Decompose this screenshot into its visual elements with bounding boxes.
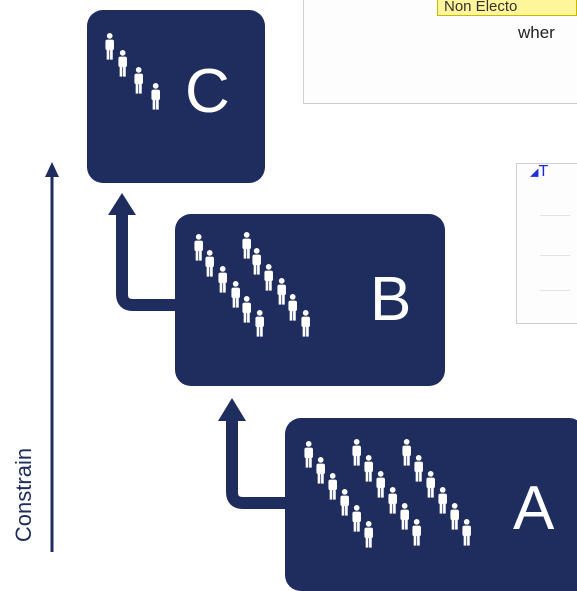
person-icon (402, 439, 411, 466)
person-icon (231, 281, 240, 308)
background-text: wher (518, 23, 555, 42)
person-icon (462, 519, 471, 546)
faint-line (540, 290, 570, 291)
box-a-letter: A (513, 474, 555, 543)
person-icon (277, 278, 286, 305)
constrain-label: Constrain (11, 447, 36, 543)
b-to-c-connector (116, 215, 175, 311)
person-icon (301, 310, 310, 337)
person-icon (450, 503, 459, 530)
box-c: C (87, 10, 265, 183)
person-icon (426, 471, 435, 498)
person-icon (316, 457, 325, 484)
box-b: B (175, 214, 445, 386)
box-b-letter: B (370, 265, 412, 334)
person-icon (388, 487, 397, 514)
person-icon (105, 33, 114, 60)
person-icon (288, 294, 297, 321)
faint-line (540, 255, 570, 256)
person-icon (304, 441, 313, 468)
person-icon (364, 455, 373, 482)
person-icon (376, 471, 385, 498)
person-icon (134, 67, 143, 94)
people-group-b (194, 232, 310, 337)
person-icon (118, 50, 127, 77)
person-icon (264, 264, 273, 291)
tree-node-text: T (538, 163, 549, 180)
person-icon (352, 439, 361, 466)
person-icon (328, 473, 337, 500)
person-icon (438, 487, 447, 514)
person-icon (205, 250, 214, 277)
people-group-a (304, 439, 471, 548)
person-icon (151, 83, 160, 110)
person-icon (414, 455, 423, 482)
person-icon (218, 266, 227, 293)
person-icon (352, 505, 361, 532)
person-icon (242, 296, 251, 323)
faint-line (540, 215, 570, 216)
person-icon (194, 234, 203, 261)
b-to-c-arrowhead (108, 193, 136, 215)
background-panel-top (303, 0, 577, 104)
person-icon (340, 489, 349, 516)
tree-expand-icon: ◢ (530, 166, 539, 179)
a-to-b-connector (226, 421, 290, 509)
person-icon (412, 519, 421, 546)
people-group-c (105, 33, 160, 110)
tree-node-label: ◢T (530, 163, 548, 181)
person-icon (400, 503, 409, 530)
person-icon (242, 232, 251, 259)
constrain-arrow-head (45, 162, 59, 177)
person-icon (255, 310, 264, 337)
box-c-letter: C (185, 57, 230, 126)
box-a: A (285, 418, 577, 591)
highlighted-text: Non Electo (437, 0, 577, 16)
person-icon (364, 521, 373, 548)
person-icon (252, 248, 261, 275)
a-to-b-arrowhead (218, 398, 246, 421)
background-panel-mid (516, 163, 577, 324)
